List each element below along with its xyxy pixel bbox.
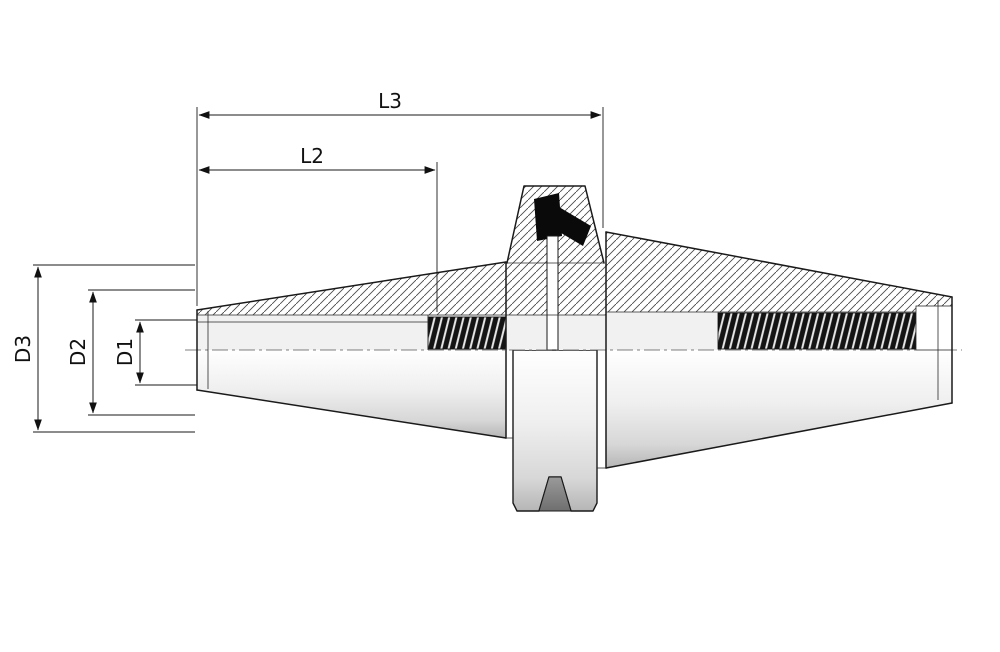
front-cone-top-edge xyxy=(196,261,507,311)
dimension-d3: D3 xyxy=(11,264,195,433)
taper-top-edge xyxy=(605,231,953,298)
label-l3: L3 xyxy=(378,89,402,113)
label-d1: D1 xyxy=(113,338,137,366)
label-d2: D2 xyxy=(66,338,90,366)
label-d3: D3 xyxy=(11,335,35,363)
dimension-l2: L2 xyxy=(198,144,438,312)
thread-front xyxy=(427,316,507,350)
dimension-d2: D2 xyxy=(66,289,195,416)
flange-clamp-details xyxy=(534,193,591,351)
internal-threads xyxy=(427,305,953,351)
taper-shank-section xyxy=(606,232,952,312)
front-body-section xyxy=(197,262,506,315)
front-body-lower-surface xyxy=(197,350,506,438)
clamp-screw-right xyxy=(551,207,591,246)
dimension-l3: L3 xyxy=(196,89,604,306)
tool-holder-body xyxy=(197,350,952,468)
taper-shank-lower-surface xyxy=(606,350,952,468)
taper-bottom-edge xyxy=(605,402,953,469)
flange-lug-edge xyxy=(506,185,605,264)
flange xyxy=(512,349,598,512)
section-hatching xyxy=(197,186,952,315)
front-cone-bottom-edge xyxy=(196,389,507,439)
label-l2: L2 xyxy=(300,144,324,168)
thread-taper xyxy=(717,312,917,350)
outlines xyxy=(196,185,953,469)
v-groove xyxy=(538,476,572,512)
coolant-slot xyxy=(546,235,559,351)
taper-end-recess xyxy=(915,305,953,351)
dimension-d1: D1 xyxy=(113,319,197,386)
